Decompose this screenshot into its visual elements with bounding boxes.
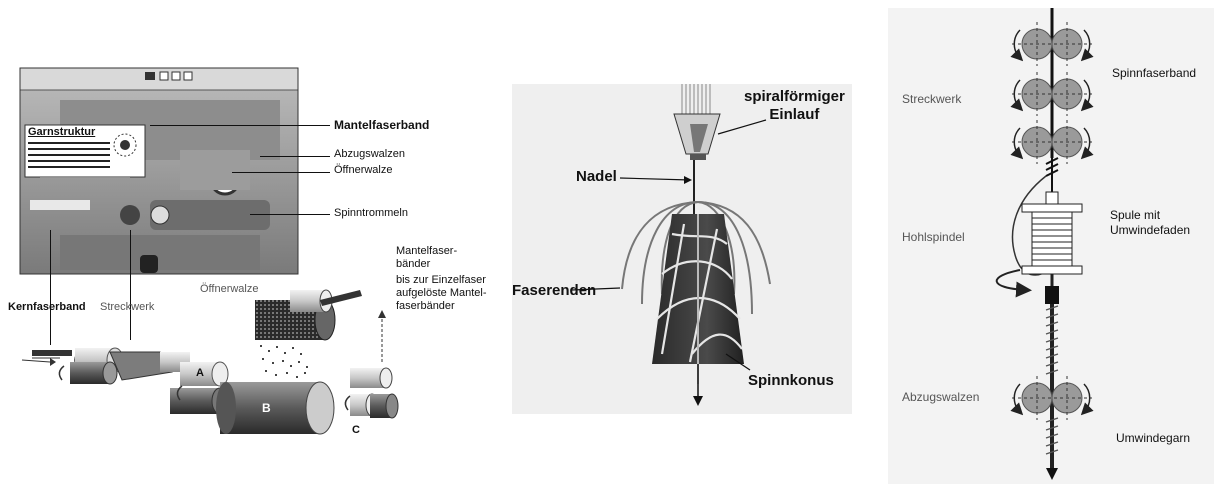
leader-oeffnerwalze <box>232 172 330 173</box>
label-mantelfaserbaender: Mantelfaser- bänder <box>396 245 457 271</box>
roller-b-label: B <box>262 401 271 415</box>
leader-mantelfaserband <box>150 125 330 126</box>
cone-diagram <box>512 84 852 414</box>
label-einzelfaser: bis zur Einzelfaser aufgelöste Mantel- f… <box>396 274 487 313</box>
leader-kernfaserband <box>50 230 51 345</box>
panel-spinning-cone: spiralförmiger Einlauf Nadel Faserenden … <box>512 84 852 414</box>
label-spinntrommeln: Spinntrommeln <box>334 207 408 219</box>
label-oeffnerwalze-top: Öffnerwalze <box>334 164 393 176</box>
label-streckwerk-c: Streckwerk <box>902 92 961 106</box>
garnstruktur-title: Garnstruktur <box>28 126 95 138</box>
machine-photo <box>0 0 500 484</box>
panel-machine: Garnstruktur Mantelfaserband Abzugswalze… <box>0 0 500 484</box>
leader-abzugswalzen <box>260 156 330 157</box>
label-spinnfaserband: Spinnfaserband <box>1112 66 1196 80</box>
label-spiral-inlet: spiralförmiger Einlauf <box>744 88 845 124</box>
label-oeffnerwalze-bottom: Öffnerwalze <box>200 283 259 295</box>
label-kernfaserband: Kernfaserband <box>8 301 86 313</box>
roller-a-label: A <box>196 367 204 379</box>
label-streckwerk: Streckwerk <box>100 301 154 313</box>
label-spule: Spule mit Umwindefaden <box>1110 208 1190 238</box>
label-umwindegarn: Umwindegarn <box>1116 431 1190 445</box>
roller-c-label: C <box>352 424 360 436</box>
label-mantelfaserband: Mantelfaserband <box>334 118 429 132</box>
leader-spinntrommeln <box>250 214 330 215</box>
label-abzugswalzen-c: Abzugswalzen <box>902 390 979 404</box>
leader-streckwerk <box>130 230 131 340</box>
label-faserenden: Faserenden <box>512 282 596 299</box>
label-abzugswalzen: Abzugswalzen <box>334 148 405 160</box>
label-nadel: Nadel <box>576 168 617 185</box>
label-hohlspindel: Hohlspindel <box>902 230 965 244</box>
panel-hollow-spindle: Spinnfaserband Streckwerk Spule mit Umwi… <box>888 8 1214 484</box>
label-spinnkonus: Spinnkonus <box>748 372 834 389</box>
roller-pairs <box>1012 22 1092 164</box>
